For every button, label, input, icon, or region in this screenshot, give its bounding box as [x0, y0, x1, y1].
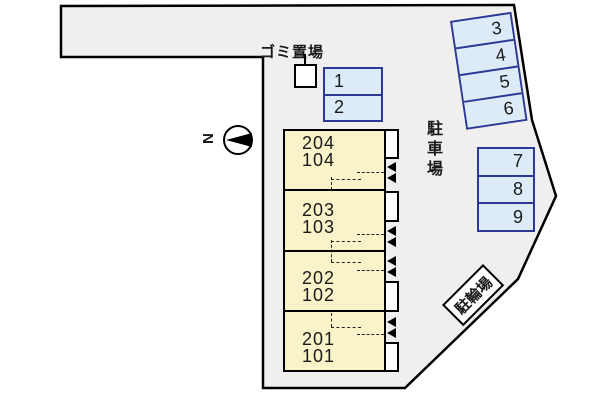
entry-arrow-icon: [387, 317, 396, 327]
north-label: N: [198, 133, 216, 144]
porch-box: [384, 191, 399, 222]
entry-path-dash: [357, 172, 384, 173]
unit-lower-number: 101: [302, 345, 336, 366]
unit-upper-number: 202: [302, 267, 336, 288]
north-arrow-icon: [226, 133, 252, 147]
porch-box: [384, 342, 399, 372]
entry-path-dash: [331, 241, 361, 242]
parking-row-7-9: 7 8 9: [477, 147, 535, 232]
parking-space-7: 7: [479, 149, 533, 175]
porch-box: [384, 281, 399, 312]
entry-path-dash: [331, 327, 361, 328]
unit-label: 201 101: [302, 328, 336, 366]
garbage-area-label: ゴミ置場: [260, 44, 325, 61]
parking-space-1: 1: [325, 69, 381, 94]
unit-label: 202 102: [302, 267, 336, 305]
entry-path-dash: [331, 177, 332, 190]
parking-row-1-2: 1 2: [323, 67, 383, 122]
entry-path-dash: [357, 270, 384, 271]
entry-arrow-icon: [387, 237, 396, 247]
unit-203-103: 203 103: [285, 189, 384, 250]
unit-upper-number: 203: [302, 200, 336, 221]
unit-label: 204 104: [302, 133, 336, 170]
entry-path-dash: [331, 179, 361, 180]
unit-lower-number: 104: [302, 150, 336, 170]
entry-arrow-icon: [387, 226, 396, 236]
porch-box: [384, 129, 399, 159]
parking-space-9: 9: [479, 202, 533, 231]
entry-path-dash: [357, 234, 384, 235]
unit-upper-number: 201: [302, 328, 336, 349]
unit-202-102: 202 102: [285, 249, 384, 310]
entry-arrow-icon: [387, 256, 396, 266]
entry-path-dash: [331, 240, 332, 262]
building: 204 104 203 103 202 102 201 101: [283, 129, 386, 372]
entry-arrow-icon: [387, 173, 396, 183]
unit-201-101: 201 101: [285, 309, 384, 370]
unit-204-104: 204 104: [285, 131, 384, 190]
unit-label: 203 103: [302, 200, 336, 238]
entry-path-dash: [331, 262, 361, 263]
entry-arrow-icon: [387, 162, 396, 172]
parking-lot-label: 駐車場: [424, 120, 441, 180]
parking-space-8: 8: [479, 174, 533, 203]
entry-arrow-icon: [387, 328, 396, 338]
garbage-box: [294, 64, 317, 88]
entry-path-dash: [357, 334, 384, 335]
unit-lower-number: 102: [302, 284, 336, 305]
unit-upper-number: 204: [302, 133, 336, 153]
unit-lower-number: 103: [302, 217, 336, 238]
parking-space-2: 2: [325, 93, 381, 120]
entry-path-dash: [331, 313, 332, 327]
entry-arrow-icon: [387, 267, 396, 277]
